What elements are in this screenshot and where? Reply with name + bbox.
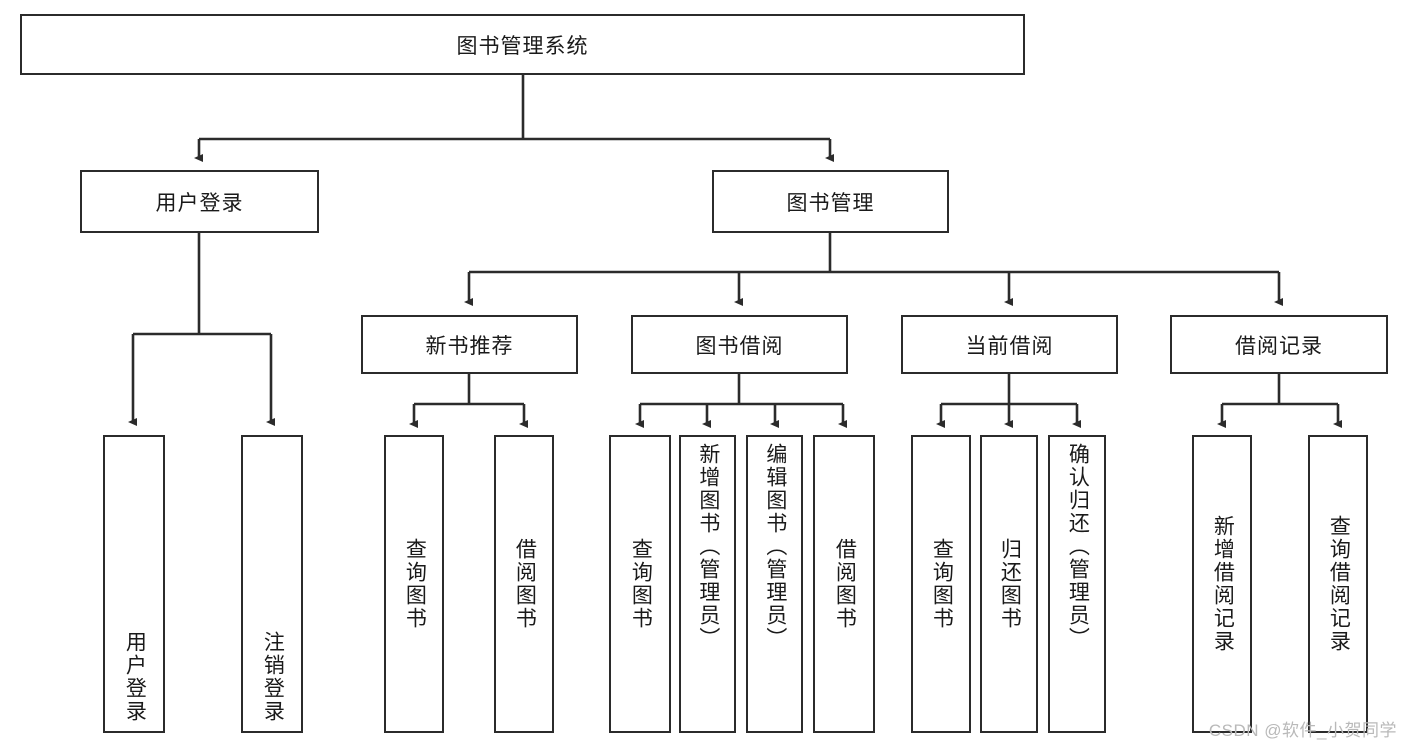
node-book-management[interactable]: 图书管理 xyxy=(712,170,949,233)
node-borrow-record[interactable]: 借阅记录 xyxy=(1170,315,1388,374)
leaf-label: 归还图书 xyxy=(998,538,1022,630)
leaf-label: 确认归还（管理员） xyxy=(1066,443,1090,650)
node-book-borrow[interactable]: 图书借阅 xyxy=(631,315,848,374)
leaf-user-login-signin[interactable]: 用户登录 xyxy=(103,435,165,733)
leaf-label: 用户登录 xyxy=(123,631,147,723)
leaf-current-return-book[interactable]: 归还图书 xyxy=(980,435,1038,733)
leaf-borrow-edit-book[interactable]: 编辑图书（管理员） xyxy=(746,435,803,733)
leaf-label: 查询图书 xyxy=(930,538,954,630)
node-borrow-record-label: 借阅记录 xyxy=(1235,334,1323,358)
leaf-record-add-record[interactable]: 新增借阅记录 xyxy=(1192,435,1252,733)
node-book-borrow-label: 图书借阅 xyxy=(695,334,784,358)
leaf-label: 编辑图书（管理员） xyxy=(763,443,787,650)
leaf-borrow-borrow-book[interactable]: 借阅图书 xyxy=(813,435,875,733)
leaf-label: 新增图书（管理员） xyxy=(696,443,720,650)
watermark: CSDN @软件_小贺同学 xyxy=(1208,721,1397,740)
node-new-book-recommend[interactable]: 新书推荐 xyxy=(361,315,578,374)
node-root-label: 图书管理系统 xyxy=(456,34,589,58)
node-book-management-label: 图书管理 xyxy=(786,191,875,215)
leaf-borrow-search-book[interactable]: 查询图书 xyxy=(609,435,671,733)
leaf-label: 新增借阅记录 xyxy=(1211,515,1235,653)
leaf-recommend-borrow-book[interactable]: 借阅图书 xyxy=(494,435,554,733)
node-new-book-recommend-label: 新书推荐 xyxy=(425,334,514,358)
leaf-label: 查询借阅记录 xyxy=(1327,515,1351,653)
leaf-recommend-search-book[interactable]: 查询图书 xyxy=(384,435,444,733)
node-root[interactable]: 图书管理系统 xyxy=(20,14,1025,75)
leaf-current-search-book[interactable]: 查询图书 xyxy=(911,435,971,733)
leaf-label: 借阅图书 xyxy=(833,538,857,630)
leaf-borrow-add-book[interactable]: 新增图书（管理员） xyxy=(679,435,736,733)
leaf-label: 查询图书 xyxy=(629,538,653,630)
leaf-label: 借阅图书 xyxy=(513,538,537,630)
leaf-current-confirm-return[interactable]: 确认归还（管理员） xyxy=(1048,435,1106,733)
leaf-user-login-signout[interactable]: 注销登录 xyxy=(241,435,303,733)
leaf-label: 查询图书 xyxy=(403,538,427,630)
node-user-login-label: 用户登录 xyxy=(155,191,244,215)
node-current-borrow[interactable]: 当前借阅 xyxy=(901,315,1118,374)
leaf-label: 注销登录 xyxy=(261,631,285,723)
node-current-borrow-label: 当前借阅 xyxy=(965,334,1054,358)
node-user-login[interactable]: 用户登录 xyxy=(80,170,319,233)
leaf-record-search-record[interactable]: 查询借阅记录 xyxy=(1308,435,1368,733)
